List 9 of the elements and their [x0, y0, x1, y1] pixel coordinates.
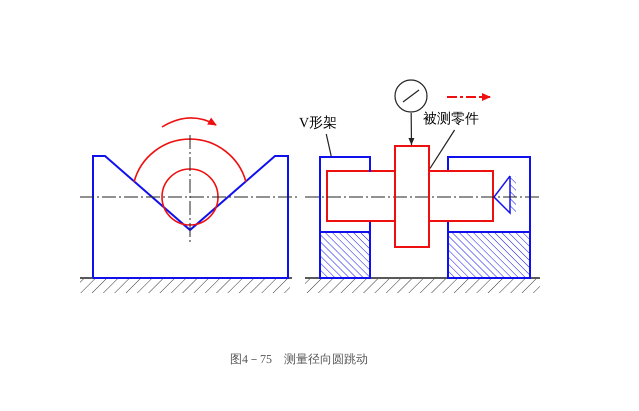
- part-label: 被测零件: [423, 110, 499, 130]
- figure-caption: 图4－75 测量径向圆跳动: [230, 351, 368, 368]
- measured-part: [394, 145, 430, 248]
- leader-line: [430, 130, 456, 169]
- dial-indicator: [394, 79, 428, 113]
- part-label: V形架: [299, 114, 349, 134]
- leader-line: [326, 134, 332, 156]
- v-block: [319, 156, 371, 279]
- arrow: [408, 113, 414, 145]
